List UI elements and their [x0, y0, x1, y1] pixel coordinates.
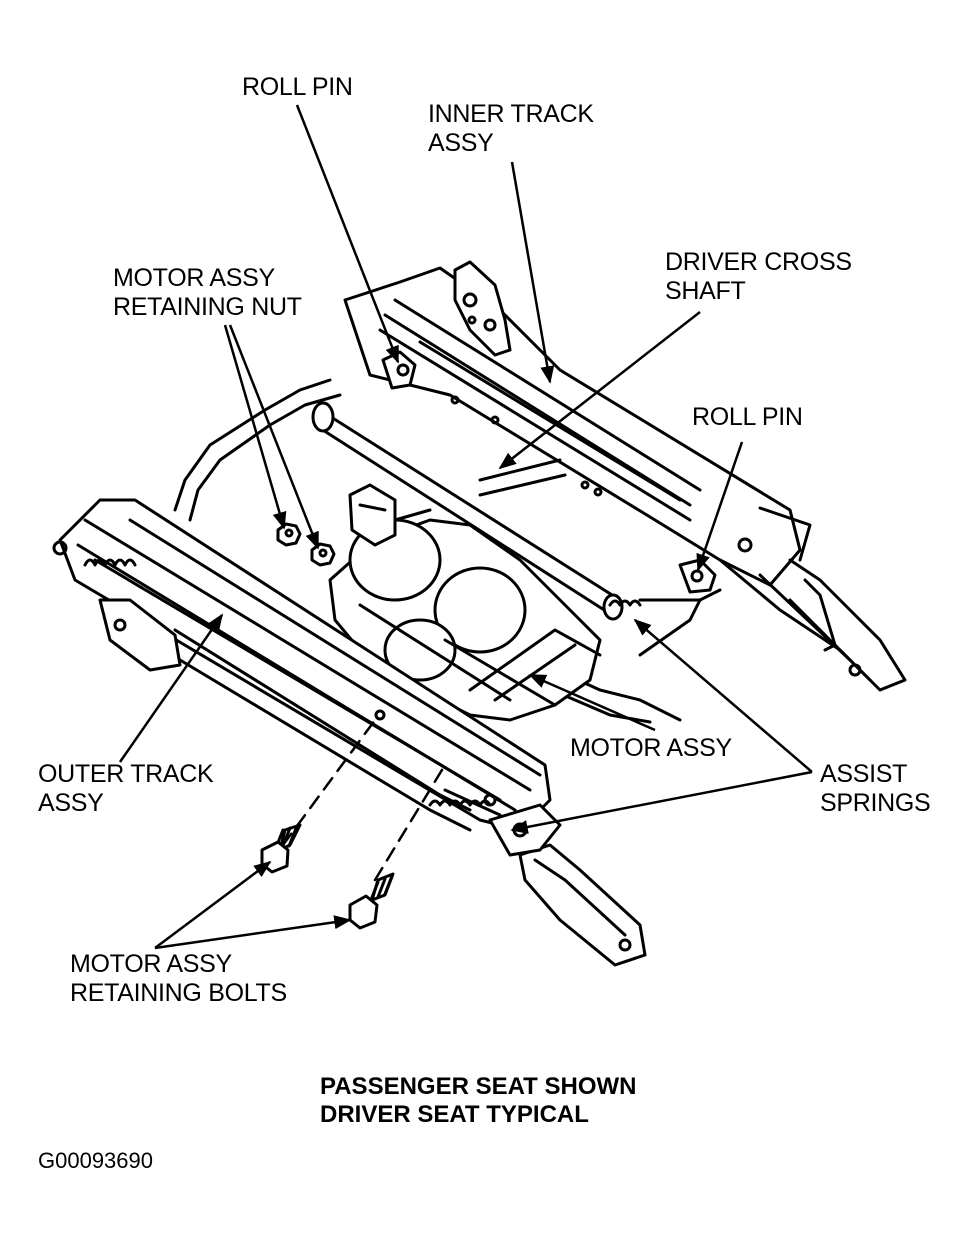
leader-inner-track: [510, 161, 555, 384]
label-line: DRIVER CROSS: [665, 248, 852, 276]
leader-bolt-1: [154, 860, 272, 950]
leader-assist-spring-1: [633, 618, 813, 773]
leader-motor-assy: [528, 673, 656, 732]
label-line: INNER TRACK: [428, 100, 594, 128]
label-line: ASSY: [38, 789, 104, 817]
assist-spring-right: [608, 588, 722, 607]
label-line: ASSY: [428, 129, 494, 157]
outer-track-assy: [52, 498, 552, 842]
label-driver-cross-shaft: DRIVER CROSS SHAFT: [665, 248, 852, 306]
label-roll-pin-top: ROLL PIN: [242, 73, 353, 101]
leader-outer-track: [118, 613, 224, 763]
label-inner-track-assy: INNER TRACK ASSY: [428, 100, 594, 158]
retaining-nut-2: [310, 542, 336, 567]
label-motor-assy-retaining-nut: MOTOR ASSY RETAINING NUT: [113, 264, 302, 322]
label-roll-pin-right: ROLL PIN: [692, 403, 803, 431]
label-motor-assy-retaining-bolts: MOTOR ASSY RETAINING BOLTS: [70, 950, 287, 1008]
label-line: MOTOR ASSY: [70, 950, 232, 978]
leader-roll-pin-right: [696, 441, 744, 572]
caption-line: DRIVER SEAT TYPICAL: [320, 1101, 589, 1128]
leader-roll-pin-top: [295, 104, 400, 364]
label-line: MOTOR ASSY: [113, 264, 275, 292]
label-motor-assy: MOTOR ASSY: [570, 734, 732, 762]
driver-cross-shaft: [311, 401, 624, 621]
leader-motor-nut-2: [228, 324, 320, 550]
label-assist-springs: ASSIST SPRINGS: [820, 760, 931, 818]
leader-bolt-2: [154, 915, 352, 950]
retaining-bolt-2: [348, 872, 395, 930]
figure-id: G00093690: [38, 1148, 153, 1173]
leader-driver-cross: [498, 311, 701, 470]
label-line: SPRINGS: [820, 789, 931, 817]
roll-pin-right: [678, 558, 717, 594]
leader-motor-nut-1: [223, 324, 287, 530]
label-line: RETAINING BOLTS: [70, 979, 287, 1007]
label-line: ASSIST: [820, 760, 908, 788]
leader-assist-spring-2: [510, 770, 813, 834]
retaining-nut-1: [276, 522, 302, 547]
label-outer-track-assy: OUTER TRACK ASSY: [38, 760, 214, 818]
inner-track-assy: [343, 260, 907, 692]
label-line: RETAINING NUT: [113, 293, 302, 321]
label-line: OUTER TRACK: [38, 760, 214, 788]
caption-line: PASSENGER SEAT SHOWN: [320, 1073, 637, 1100]
label-line: SHAFT: [665, 277, 746, 305]
figure-caption: PASSENGER SEAT SHOWN DRIVER SEAT TYPICAL: [320, 1073, 636, 1129]
